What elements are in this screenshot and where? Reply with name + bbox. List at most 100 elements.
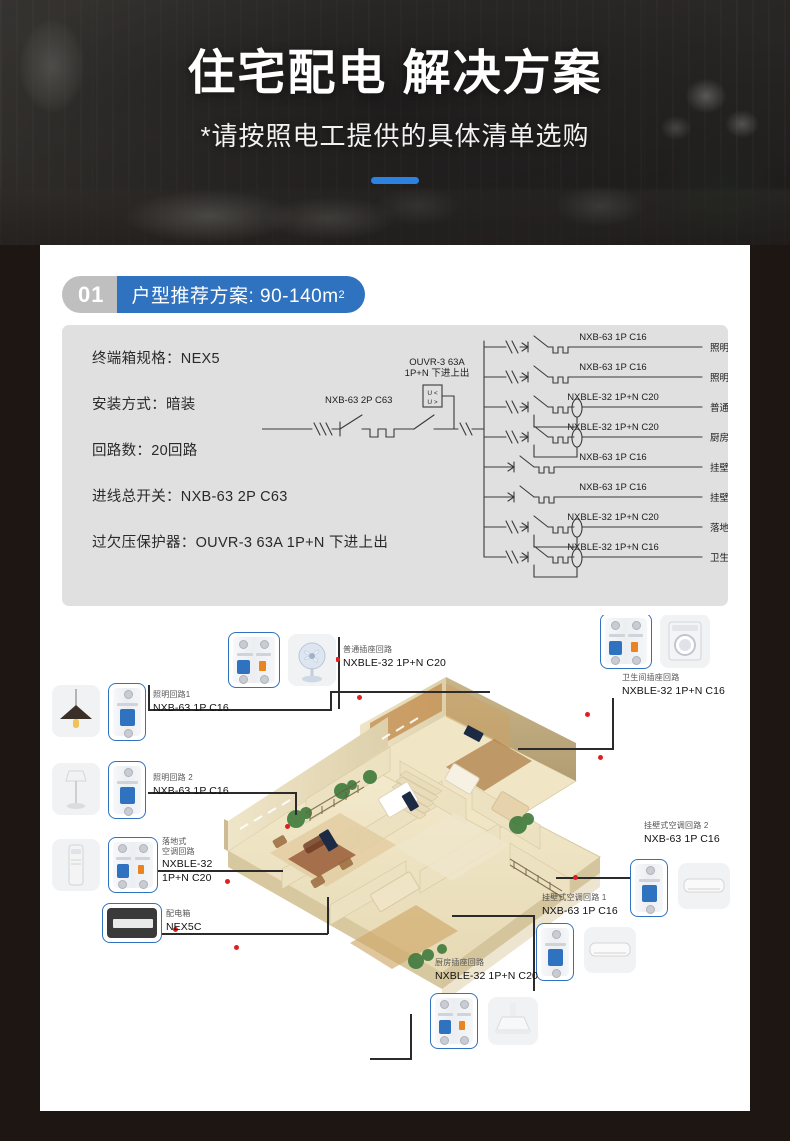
circuit-name-label: 普通插座回路 [710, 402, 728, 414]
connection-dot [234, 945, 239, 950]
breaker-chip-kitchen[interactable] [430, 993, 478, 1049]
circuit-device-label: NXB-63 1P C16 [579, 332, 646, 343]
connection-dot [585, 712, 590, 717]
circuit-name-label: 卫生间插座回路 [710, 552, 728, 564]
hero-background-photo [0, 0, 790, 245]
spec-list: 终端箱规格：NEX5 安装方式：暗装 回路数：20回路 进线总开关：NXB-63… [92, 347, 392, 552]
spec-row: 安装方式：暗装 [92, 397, 196, 413]
appliance-tile-pendant-lamp [52, 685, 100, 737]
connection-dot [225, 879, 230, 884]
circuit-device-label: NXB-63 1P C16 [579, 362, 646, 373]
callout-wall-ac1-line2: NXB-63 1P C16 [542, 904, 618, 917]
hero-accent-rule [371, 177, 419, 184]
leader-line [295, 792, 297, 815]
callout-socket-line1: 普通插座回路 [343, 645, 393, 654]
callout-bathroom: 卫生间插座回路 NXBLE-32 1P+N C16 [622, 673, 725, 698]
fan-icon [298, 642, 326, 683]
hero-subtitle: *请按照电工提供的具体清单选购 [200, 121, 590, 151]
connection-dot [173, 927, 178, 932]
distribution-box-chip[interactable] [102, 903, 162, 943]
callout-floor-ac: 落地式 空调回路 NXBLE-32 1P+N C20 [162, 837, 212, 885]
circuit-device-label: NXBLE-32 1P+N C20 [567, 512, 659, 523]
breaker-chip-wall-ac1[interactable] [536, 923, 574, 981]
callout-lighting2-line2: NXB-63 1P C16 [153, 784, 229, 797]
appliance-tile-wall-ac-2 [678, 863, 730, 909]
callout-floor-ac-line1: 落地式 [162, 837, 187, 846]
pendant-lamp-icon [60, 689, 92, 728]
hero-overlay [0, 0, 790, 245]
breaker-chip-wall-ac2[interactable] [630, 859, 668, 917]
breaker-chip-socket[interactable] [228, 632, 280, 688]
main-switch-label: NXB-63 2P C63 [325, 395, 392, 406]
connection-dot [357, 695, 362, 700]
protector-label-line1: OUVR-3 63A [409, 357, 465, 368]
connection-dot [335, 657, 340, 662]
connection-dot [285, 824, 290, 829]
breaker-chip-lighting2[interactable] [108, 761, 146, 819]
leader-line [452, 915, 534, 917]
leader-line [338, 637, 340, 709]
circuit-name-label: 厨房插座回路 [710, 432, 728, 444]
callout-wall-ac2: 挂壁式空调回路 2 NXB-63 1P C16 [644, 821, 720, 846]
leader-line [612, 698, 614, 748]
circuit-device-label: NXB-63 1P C16 [579, 482, 646, 493]
circuit-device-label: NXBLE-32 1P+N C16 [567, 542, 659, 553]
leader-line [370, 1058, 412, 1060]
callout-floor-ac-line2b: 1P+N C20 [162, 872, 212, 885]
appliance-tile-washing-machine [660, 615, 710, 668]
spec-row: 进线总开关：NXB-63 2P C63 [92, 489, 288, 505]
circuit-device-label: NXBLE-32 1P+N C20 [567, 422, 659, 433]
callout-bathroom-line1: 卫生间插座回路 [622, 673, 680, 682]
leader-line [148, 933, 328, 935]
callout-wall-ac2-line2: NXB-63 1P C16 [644, 832, 720, 845]
leader-line [518, 748, 614, 750]
section-number: 01 [62, 276, 118, 313]
isometric-floorplan [224, 677, 601, 1003]
leader-line [148, 709, 330, 711]
leader-line [533, 915, 535, 991]
appliance-tile-wall-ac-1 [584, 927, 636, 973]
protector-symbol-line2: U > [427, 399, 438, 406]
callout-kitchen: 厨房插座回路 NXBLE-32 1P+N C20 [435, 958, 538, 983]
distribution-box-slot [113, 919, 153, 928]
spec-panel: 终端箱规格：NEX5 安装方式：暗装 回路数：20回路 进线总开关：NXB-63… [62, 325, 728, 606]
callout-lighting1-line2: NXB-63 1P C16 [153, 701, 229, 714]
hero-title: 住宅配电 解决方案 [187, 47, 603, 100]
callout-lighting1: 照明回路1 NXB-63 1P C16 [153, 690, 229, 715]
breaker-chip-floor-ac[interactable] [108, 837, 158, 893]
wall-ac-icon [683, 878, 725, 893]
protector-label-line2: 1P+N 下进上出 [405, 367, 470, 379]
leader-line [148, 870, 283, 872]
callout-socket-line2: NXBLE-32 1P+N C20 [343, 656, 446, 669]
callout-kitchen-line1: 厨房插座回路 [435, 958, 485, 967]
circuit-device-label: NXBLE-32 1P+N C20 [567, 392, 659, 403]
breaker-chip-lighting1[interactable] [108, 683, 146, 741]
circuit-name-label: 照明回路1 [710, 342, 728, 354]
appliance-tile-floor-lamp [52, 763, 100, 815]
callout-lighting1-line1: 照明回路1 [153, 690, 191, 699]
section-title-text: 户型推荐方案: 90-140m [131, 286, 339, 307]
circuit-device-label: NXB-63 1P C16 [579, 452, 646, 463]
callout-wall-ac2-line1: 挂壁式空调回路 2 [644, 821, 709, 830]
connection-dot [573, 875, 578, 880]
callout-dist-box: 配电箱 NEX5C [166, 909, 202, 934]
wall-ac-icon [589, 942, 631, 957]
breaker-chip-bathroom[interactable] [600, 615, 652, 669]
callout-wall-ac1: 挂壁式空调回路 1 NXB-63 1P C16 [542, 893, 618, 918]
spec-row: 过欠压保护器：OUVR-3 63A 1P+N 下进上出 [92, 535, 389, 551]
hero-banner: 住宅配电 解决方案 *请按照电工提供的具体清单选购 [0, 0, 790, 245]
leader-line [327, 897, 329, 934]
callout-bathroom-line2: NXBLE-32 1P+N C16 [622, 684, 725, 697]
leader-line [148, 685, 150, 710]
protector-symbol-line1: U < [427, 390, 438, 397]
washing-machine-icon [668, 621, 702, 661]
floor-lamp-icon [65, 770, 87, 809]
appliance-tile-fan [288, 634, 336, 686]
